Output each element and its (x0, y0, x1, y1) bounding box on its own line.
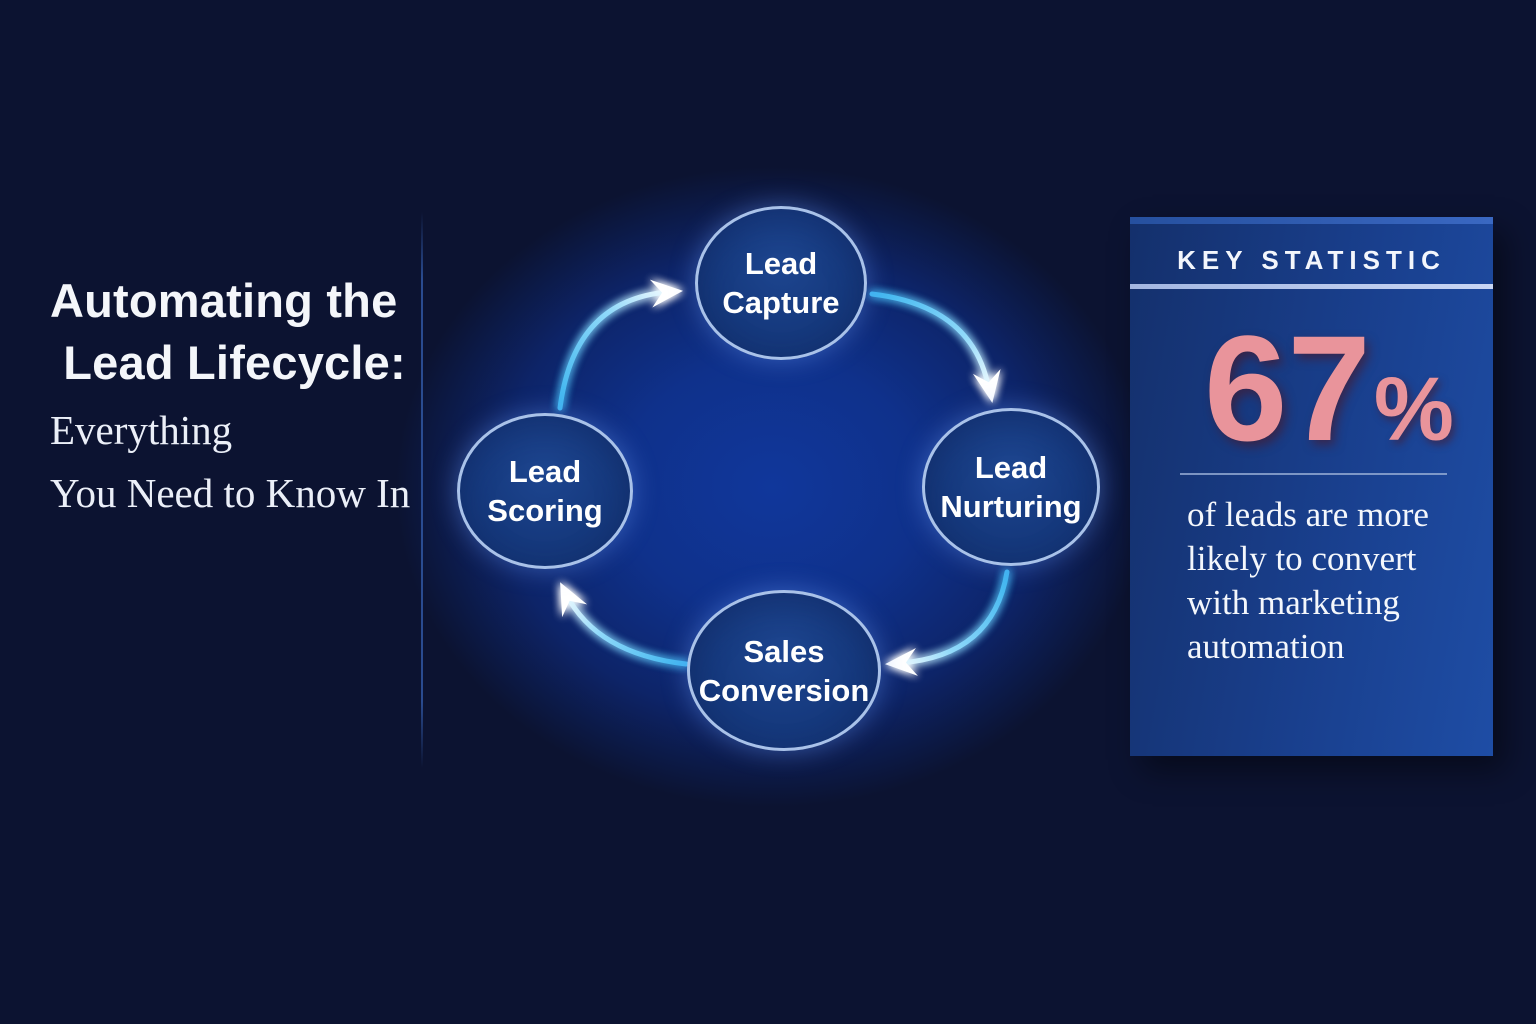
node-label: Lead Capture (722, 246, 840, 320)
arrowhead-icon (547, 575, 588, 618)
arrow-conversion-to-scoring (547, 575, 689, 667)
arrow-capture-to-nurturing (869, 291, 1007, 406)
panel-top-accent (1130, 217, 1493, 224)
stat-unit: % (1373, 360, 1454, 460)
page-subtitle: Everything You Need to Know In (50, 407, 411, 516)
arrow-nurturing-to-conversion (884, 569, 1010, 679)
vertical-divider (421, 212, 423, 768)
arrowhead-icon (973, 369, 1007, 406)
title-block: Automating the Lead Lifecycle: Everythin… (50, 270, 420, 525)
stat-description: of leads are more likely to convert with… (1187, 495, 1429, 666)
statistic: 67% (1204, 313, 1454, 463)
stat-value: 67 (1204, 304, 1371, 472)
stat-divider (1180, 473, 1447, 475)
cycle-node-lead-scoring: Lead Scoring (457, 413, 633, 569)
cycle-node-lead-nurturing: Lead Nurturing (922, 408, 1100, 566)
node-label: Lead Nurturing (940, 450, 1082, 524)
node-label: Lead Scoring (487, 454, 603, 528)
arrow-scoring-to-capture (557, 276, 685, 411)
cycle-node-sales-conversion: Sales Conversion (687, 590, 881, 751)
page-title: Automating the Lead Lifecycle: (50, 274, 406, 389)
cycle-node-lead-capture: Lead Capture (695, 206, 867, 360)
node-label: Sales Conversion (698, 633, 870, 708)
panel-header-rule (1130, 284, 1493, 289)
arrowhead-icon (649, 276, 685, 308)
arrowhead-icon (884, 647, 918, 679)
key-statistic-panel: KEY STATISTIC 67% of leads are more like… (1130, 217, 1493, 756)
panel-header: KEY STATISTIC (1177, 245, 1446, 275)
